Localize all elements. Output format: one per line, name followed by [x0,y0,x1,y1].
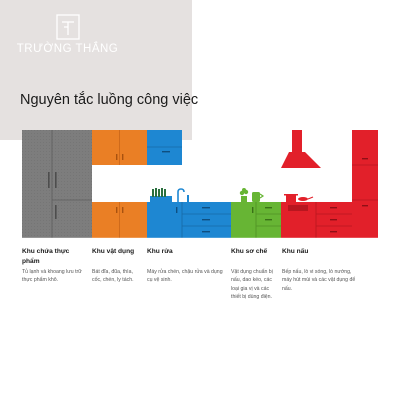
page-title: Nguyên tắc luồng công việc [20,92,199,108]
zone-label-washing: Khu rửa [147,248,173,255]
zone-desc-washing: Máy rửa chén, chậu rửa và dụng cụ vệ sin… [147,269,223,284]
washing-cabinets [147,130,231,238]
prep-cabinets [231,188,281,238]
dish-rack-icon [150,188,172,202]
zone-desc-prep: Vật dụng chuẩn bị nấu, dao kéo, các loại… [231,269,273,300]
pan-icon [298,196,314,201]
faucet-icon [177,188,189,202]
utensil-cabinets [92,130,147,238]
zone-desc-storage: Tủ lạnh và khoang lưu trữ thực phẩm khô. [22,269,82,284]
header-band [0,0,192,140]
brand-logo: TRƯỜNG THẮNG [0,14,135,55]
herb-plant-icon [239,188,249,202]
kettle-icon [252,192,265,202]
zone-label-prep: Khu sơ chế [231,248,268,255]
brand-name: TRƯỜNG THẮNG [16,43,119,55]
range-hood-icon [281,130,321,168]
fridge-unit [22,130,92,238]
zone-label-storage: Khu chứa thực phẩm [22,248,70,265]
pot-icon [284,194,298,202]
zone-desc-cooking: Bếp nấu, lò vi sóng, lò nướng, máy hút m… [282,269,356,292]
zone-label-utensils: Khu vật dụng [92,248,135,255]
zone-desc-utensils: Bát đĩa, đũa, thìa, cốc, chén, ly tách. [92,269,134,284]
logo-mark-icon [55,14,80,40]
cooking-zone [281,130,378,238]
zone-label-cooking: Khu nấu [282,248,309,255]
